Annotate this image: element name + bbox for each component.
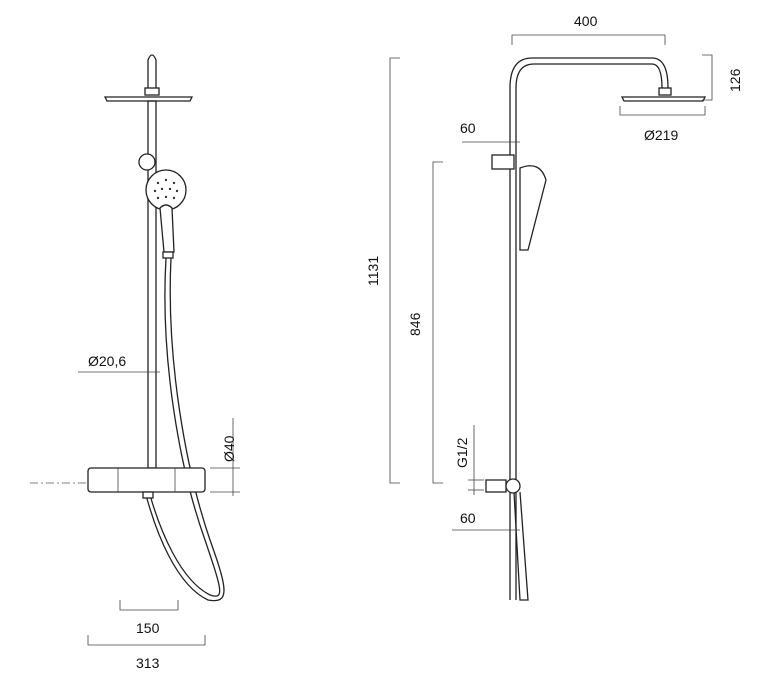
shower-arm: [509, 57, 669, 600]
dim-head-height: 126: [727, 68, 743, 92]
nozzles: [153, 178, 179, 200]
side-rain-head: [620, 96, 707, 102]
thermostatic-mixer: [87, 467, 206, 493]
valve-connector: [505, 478, 521, 494]
hose-nut: [162, 251, 174, 259]
dim-hand-width: 150: [136, 620, 160, 636]
hose-outlet: [142, 491, 154, 499]
dim-total-height: 1131: [365, 256, 381, 286]
rain-shower-head: [103, 96, 194, 102]
dim-overall-width: 313: [136, 655, 160, 671]
dim-mixer-diameter: Ø40: [221, 435, 237, 462]
wall-valve: [485, 479, 507, 493]
side-hand-shower: [519, 165, 547, 251]
dim-thread: G1/2: [454, 437, 470, 468]
dim-bracket-height: 846: [407, 312, 423, 336]
top-arm: [147, 54, 157, 88]
hand-shower-handle: [159, 204, 175, 253]
slider-knob: [138, 153, 156, 171]
side-head-connector: [658, 87, 672, 96]
hand-shower-head: [145, 169, 187, 211]
side-hose: [513, 491, 529, 601]
dim-valve-offset: 60: [460, 510, 476, 526]
dim-head-diameter: Ø219: [644, 127, 678, 143]
dim-arm-length: 400: [574, 13, 598, 29]
head-connector: [144, 87, 160, 96]
dim-bracket-offset: 60: [460, 120, 476, 136]
shower-hose-inner: [145, 257, 225, 602]
wall-bracket: [491, 154, 515, 170]
side-view: 400 126 Ø219 60 846 1131 G1/2 60: [365, 13, 743, 601]
shower-hose: [149, 257, 221, 597]
dim-pipe-diameter: Ø20,6: [88, 353, 126, 369]
front-view: Ø20,6 Ø40 150 313: [30, 54, 240, 671]
